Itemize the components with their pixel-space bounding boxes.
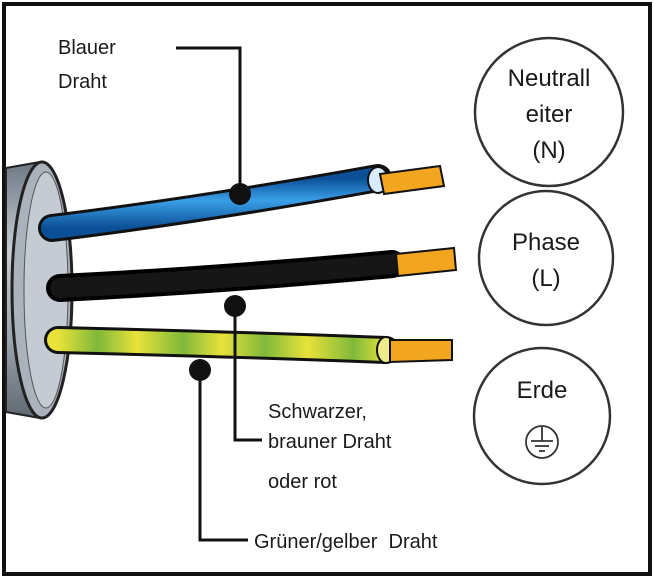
earth-circle: Erde	[472, 346, 612, 486]
black-wire-label-line2: brauner Draht	[268, 431, 392, 453]
black-wire-label-line3: oder rot	[268, 471, 337, 493]
blue-wire-dot	[229, 183, 251, 205]
green-yellow-wire-label: Grüner/gelber Draht	[254, 531, 438, 553]
earth-label-line1: Erde	[517, 377, 568, 404]
black-wire-label-line1: Schwarzer,	[268, 401, 367, 423]
phase-circle: Phase (L)	[477, 189, 615, 327]
blue-wire	[38, 164, 446, 242]
phase-label-line2: (L)	[531, 265, 560, 292]
phase-label-line1: Phase	[512, 229, 580, 256]
blue-wire-leader	[176, 46, 242, 194]
green-wire-leader	[198, 370, 248, 542]
neutral-label-line1: Neutrall	[508, 65, 591, 92]
neutral-label-line2: eiter	[526, 101, 573, 128]
blue-wire-label-line2: Draht	[58, 71, 107, 93]
neutral-circle: Neutrall eiter (N)	[473, 36, 625, 188]
black-wire	[46, 246, 458, 302]
green-yellow-wire	[44, 326, 453, 364]
black-wire-leader	[233, 306, 262, 442]
black-wire-dot	[224, 295, 246, 317]
blue-wire-label-line1: Blauer	[58, 37, 116, 59]
green-wire-dot	[189, 359, 211, 381]
neutral-label-line3: (N)	[532, 137, 565, 164]
earth-ground-icon	[525, 425, 559, 459]
